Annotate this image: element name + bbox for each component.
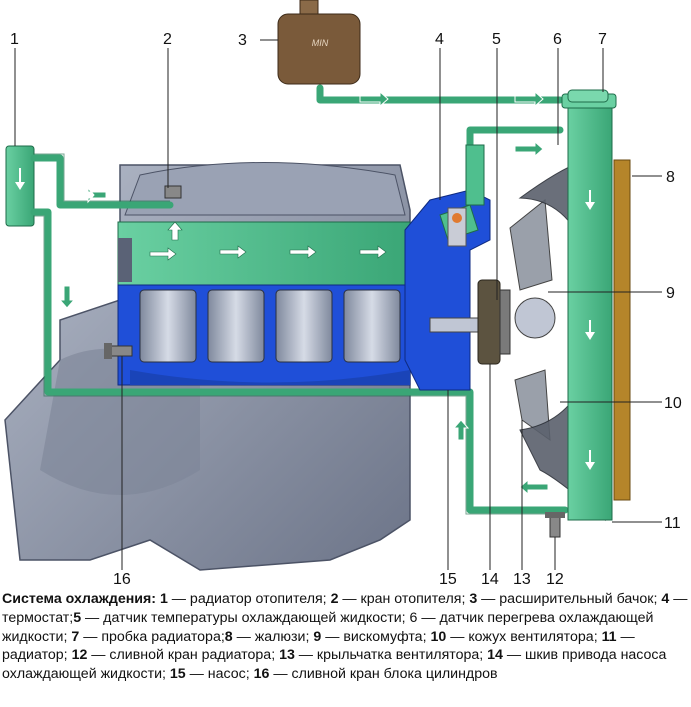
- label-3: 3: [238, 32, 247, 49]
- caption-item-num: 7: [71, 628, 80, 645]
- caption-item-num: 5: [73, 609, 82, 626]
- caption-item-text: — крыльчатка вентилятора;: [294, 647, 488, 664]
- label-8: 8: [666, 169, 675, 186]
- caption-item-text: — термостат;: [2, 591, 688, 626]
- label-1: 1: [10, 31, 19, 48]
- label-4: 4: [435, 31, 444, 48]
- label-16: 16: [113, 571, 131, 588]
- caption-item-num: 2: [330, 591, 339, 607]
- caption-item-num: 15: [169, 666, 186, 683]
- caption-item-num: 8: [224, 628, 233, 645]
- label-6: 6: [553, 31, 562, 48]
- heater-radiator: [5, 145, 35, 227]
- caption-item-text: — сливной кран блока цилиндров: [269, 666, 498, 683]
- caption-item-num: 1: [159, 591, 168, 607]
- tank-min-label: MIN: [312, 38, 329, 48]
- caption-item-num: 10: [430, 628, 447, 645]
- radiator-drain-tap: [545, 512, 565, 538]
- caption-item-text: — кожух вентилятора;: [446, 628, 602, 645]
- caption-item-text: — пробка радиатора;: [79, 628, 225, 645]
- label-14: 14: [481, 571, 499, 588]
- caption-item-text: — радиатор отопителя;: [167, 591, 331, 607]
- caption-title: Система охлаждения:: [2, 591, 157, 607]
- label-15: 15: [439, 571, 457, 588]
- expansion-tank: MIN: [277, 0, 361, 85]
- number-labels: 1 2 3 4 5 6 7 8 9 10 11 12 13 14 15 16: [10, 31, 682, 588]
- label-2: 2: [163, 31, 172, 48]
- label-7: 7: [598, 31, 607, 48]
- label-13: 13: [513, 571, 531, 588]
- cooling-system-diagram: MIN: [4, 0, 682, 588]
- pump-pulley-fan: [429, 199, 556, 442]
- leader-lines: [14, 39, 662, 570]
- heater-tap: [164, 185, 182, 199]
- label-9: 9: [666, 285, 675, 302]
- caption-item-num: 4: [661, 591, 670, 607]
- caption-items: 1 — радиатор отопителя; 2 — кран отопите…: [2, 591, 687, 682]
- caption-item-text: — вискомуфта;: [321, 628, 431, 645]
- caption-item-text: — кран отопителя;: [338, 591, 470, 607]
- label-12: 12: [546, 571, 564, 588]
- label-10: 10: [664, 395, 682, 412]
- louvers: [613, 159, 631, 501]
- internal-flow-arrows: [149, 221, 387, 261]
- caption-item-num: 3: [469, 591, 478, 607]
- caption-item-text: — насос;: [185, 666, 254, 683]
- caption-item-text: — расширительный бачок;: [477, 591, 662, 607]
- caption-item-num: 14: [487, 647, 503, 664]
- caption-item-text: — датчик температуры охлаждающей жидкост…: [2, 609, 654, 645]
- pipe-outline: [34, 153, 565, 515]
- caption-item-num: 12: [71, 647, 88, 664]
- thermostat-pump-housing: [404, 144, 491, 391]
- figure-caption: Система охлаждения: 1 — радиатор отопите…: [2, 590, 688, 684]
- caption-item-text: — радиатор;: [2, 628, 635, 664]
- label-5: 5: [492, 31, 501, 48]
- block-drain-tap: [104, 343, 133, 359]
- engine-block-jacket: [117, 284, 411, 386]
- caption-item-num: 13: [279, 647, 295, 664]
- caption-item-text: — шкив привода насоса охлаждающей жидкос…: [2, 647, 667, 683]
- cylinder-head-jacket: [117, 221, 411, 286]
- caption-item-text: — жалюзи;: [232, 628, 314, 645]
- caption-item-num: 16: [253, 666, 270, 683]
- label-11: 11: [664, 515, 681, 532]
- flow-arrows: [58, 90, 549, 496]
- caption-item-num: 9: [313, 628, 322, 645]
- caption-item-num: 11: [601, 628, 617, 645]
- caption-item-text: — сливной кран радиатора;: [87, 647, 280, 664]
- radiator: [561, 89, 617, 521]
